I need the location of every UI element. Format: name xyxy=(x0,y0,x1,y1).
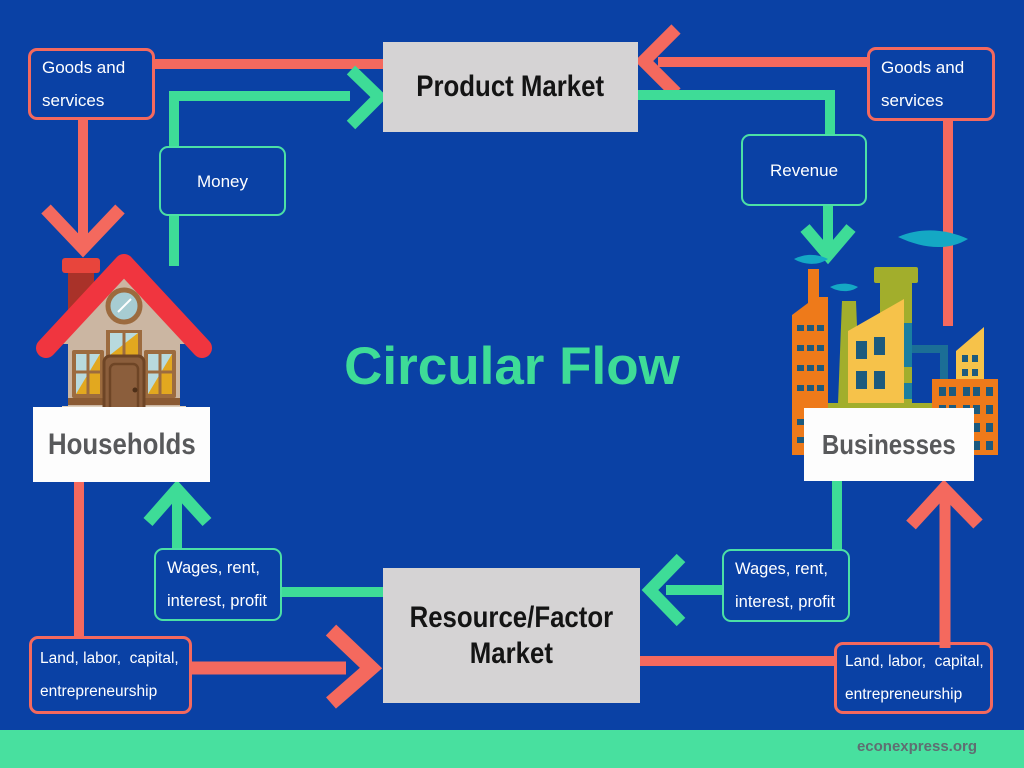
revenue-box: Revenue xyxy=(741,134,867,206)
wages-right-line2: interest, profit xyxy=(735,592,835,611)
land-left-line1: Land, labor, capital, xyxy=(40,650,179,667)
resource-market-label-line1: Resource/Factor xyxy=(409,600,614,634)
goods-right-line2: services xyxy=(881,91,944,110)
wages-left-box: Wages, rent, interest, profit xyxy=(154,548,282,621)
house-roof xyxy=(36,254,212,358)
businesses-node: Businesses xyxy=(804,408,974,481)
wages-right-box: Wages, rent, interest, profit xyxy=(722,549,850,622)
house xyxy=(36,254,212,444)
factory-small-chimney xyxy=(808,269,819,313)
salmon-flow-lines xyxy=(41,24,983,709)
goods-left-line2: services xyxy=(42,91,105,110)
land-right-line2: entrepreneurship xyxy=(845,686,963,703)
arrowhead-left-resourcemarket xyxy=(641,553,686,627)
green-flow-lines xyxy=(143,65,856,627)
arrowhead-left-productmarket xyxy=(634,24,681,98)
households-node: Households xyxy=(33,407,210,482)
diagram-title: Circular Flow xyxy=(344,337,680,396)
goods-right-line1: Goods and xyxy=(881,58,965,77)
footer-bar: econexpress.org xyxy=(0,730,1024,768)
product-market-node: Product Market xyxy=(383,42,638,132)
land-labor-left-box: Land, labor, capital, entrepreneurship xyxy=(29,636,192,714)
land-labor-right-box: Land, labor, capital, entrepreneurship xyxy=(834,642,993,714)
land-left-line2: entrepreneurship xyxy=(40,683,158,700)
arrowhead-up-businesses xyxy=(906,479,983,530)
wages-left-line2: interest, profit xyxy=(167,591,267,610)
revenue-label: Revenue xyxy=(769,160,839,180)
goods-services-right-box: Goods and services xyxy=(867,47,995,121)
house-left-window xyxy=(68,350,108,405)
arrowhead-up-households xyxy=(143,479,212,527)
money-label: Money xyxy=(196,171,249,191)
house-right-window xyxy=(140,350,180,405)
arrowhead-right-resourcemarket xyxy=(325,624,383,709)
resource-factor-market-node: Resource/Factor Market xyxy=(383,568,640,703)
resource-market-label-line2: Market xyxy=(469,636,554,670)
round-window-glint xyxy=(117,298,132,313)
arrowhead-right-productmarket xyxy=(346,65,388,130)
arrow-line-productmarket-to-revenue xyxy=(638,90,835,135)
money-box: Money xyxy=(159,146,286,216)
households-label: Households xyxy=(47,427,196,461)
goods-services-left-box: Goods and services xyxy=(28,48,155,120)
factory-smoke xyxy=(794,230,968,292)
house-chimney-cap xyxy=(62,258,100,273)
wages-right-line1: Wages, rent, xyxy=(735,559,828,578)
land-right-line1: Land, labor, capital, xyxy=(845,653,984,670)
arrow-line-money-to-productmarket xyxy=(169,91,350,147)
arrowhead-down-households xyxy=(41,204,125,258)
footer-site-name: econexpress.org xyxy=(856,738,977,755)
households-house-illustration xyxy=(36,254,212,444)
goods-left-line1: Goods and xyxy=(42,58,126,77)
product-market-label: Product Market xyxy=(416,70,605,103)
wages-left-line1: Wages, rent, xyxy=(167,558,260,577)
arrowhead-down-businesses xyxy=(800,224,856,265)
businesses-label: Businesses xyxy=(822,428,956,460)
